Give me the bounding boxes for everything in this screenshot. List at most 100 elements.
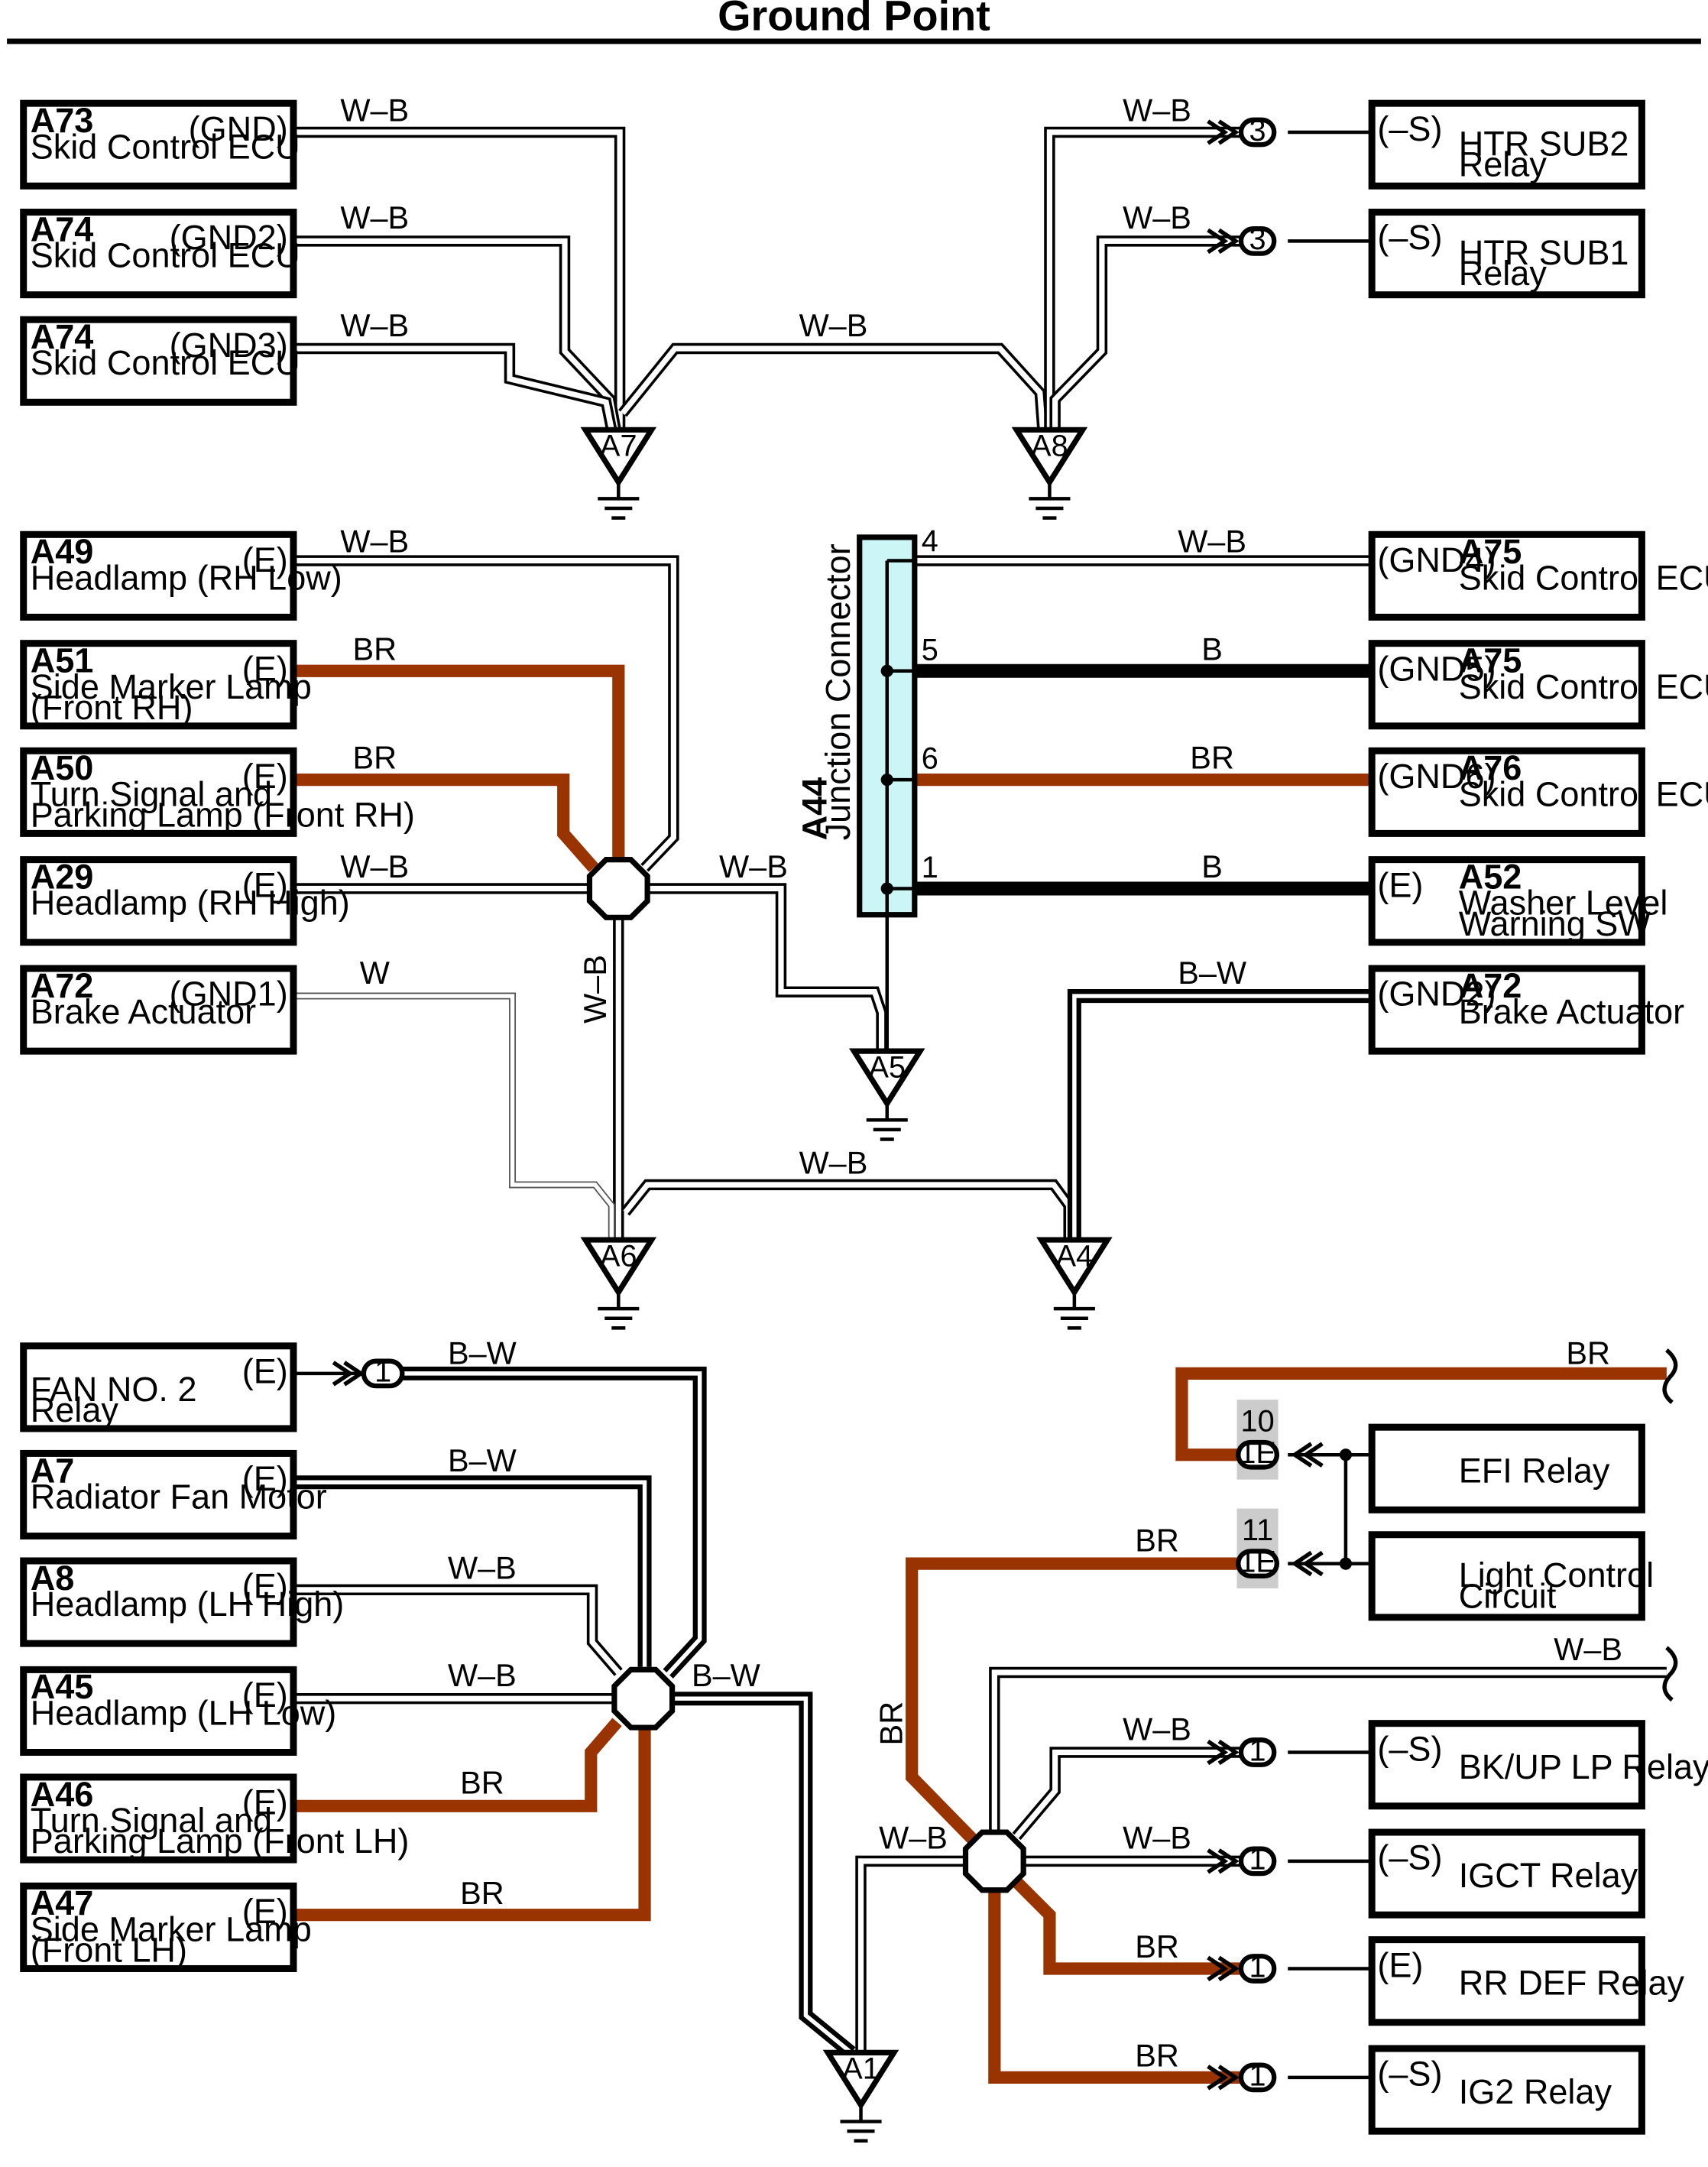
component-igct: (–S)IGCT Relay — [1368, 1828, 1645, 1919]
component-box — [1368, 99, 1645, 190]
component-box — [1368, 1720, 1645, 1810]
wire-color-label: BR — [460, 1875, 504, 1911]
connector-number: 1E — [1239, 1436, 1275, 1470]
component-bkup: (–S)BK/UP LP Relay — [1368, 1720, 1708, 1810]
ground-point-A5: A5 — [848, 1048, 925, 1141]
component-pin: (E) — [242, 1892, 288, 1931]
page-title: Ground Point — [718, 0, 990, 40]
wire-color-label: W — [360, 955, 390, 991]
component-pin: (E) — [1377, 865, 1423, 904]
component-pin: (–S) — [1377, 218, 1442, 257]
connector-pin-number: 11 — [1242, 1513, 1273, 1547]
connector-1-rrdef: 1 — [1207, 1950, 1277, 1984]
component-box — [1368, 530, 1645, 621]
wire-br-to-efi — [1175, 1367, 1667, 1461]
component-name-line: Relay — [31, 1390, 119, 1429]
ground-label: A4 — [1056, 1239, 1094, 1273]
wire-color-label: W–B — [340, 848, 409, 884]
component-code: A72 — [31, 966, 94, 1005]
component-name-line: Circuit — [1459, 1576, 1557, 1615]
component-name-line: Washer Level — [1459, 884, 1668, 923]
component-code: A76 — [1459, 748, 1522, 787]
component-name-line: Relay — [1459, 254, 1548, 293]
component-name-line: Parking Lamp (Front LH) — [31, 1822, 410, 1860]
component-name-line: Headlamp (LH Low) — [31, 1693, 337, 1732]
component-name-line: Skid Control ECU — [1459, 558, 1708, 597]
wire-color-label: W–B — [1123, 200, 1191, 235]
wire-color-label: W–B — [719, 848, 788, 884]
component-box — [20, 965, 297, 1055]
wire-color-label: W–B — [577, 955, 613, 1023]
wire-color-label: W–B — [340, 200, 409, 235]
component-box — [20, 747, 297, 837]
wire-color-label: B–W — [448, 1442, 517, 1478]
component-code: A75 — [1459, 532, 1522, 571]
component-pin: (E) — [1377, 1945, 1423, 1984]
component-code: A73 — [31, 101, 94, 140]
component-box — [1368, 640, 1645, 730]
component-name-line: HTR SUB2 — [1459, 125, 1629, 164]
junction-pin-number: 5 — [922, 633, 938, 667]
component-box — [1368, 1936, 1645, 2026]
component-name-line: Relay — [1459, 145, 1548, 184]
wire-a7-splice — [292, 1475, 652, 1667]
component-name-line: Parking Lamp (Front RH) — [31, 795, 415, 834]
component-box — [20, 1882, 297, 1972]
connector-number: 1E — [1239, 1545, 1275, 1578]
component-name-line: Light Control — [1459, 1556, 1654, 1594]
component-box — [20, 640, 297, 730]
component-box — [20, 1342, 297, 1432]
component-name-line: Skid Control ECU — [31, 236, 300, 275]
component-box — [20, 99, 297, 190]
component-code: A7 — [31, 1451, 75, 1490]
wire-a46-splice — [292, 1718, 622, 1812]
wire-color-label: BR — [353, 740, 397, 776]
component-box — [1368, 965, 1645, 1055]
component-box — [1368, 747, 1645, 837]
wire-color-label: W–B — [1554, 1631, 1622, 1667]
wire-splice-a5 — [646, 883, 887, 1052]
component-pin: (GND2) — [170, 218, 288, 257]
wire-splice2-a1 — [855, 1855, 964, 2053]
component-pin: (–S) — [1377, 1729, 1442, 1768]
wire-a8-htr1 — [1049, 235, 1240, 430]
component-pin: (E) — [242, 649, 288, 688]
component-pin: (E) — [242, 1783, 288, 1822]
wire-a47-splice — [292, 1727, 651, 1922]
wire-a49-splice — [292, 555, 679, 872]
component-code: A29 — [31, 857, 94, 896]
component-box — [1368, 1423, 1645, 1513]
junction-pin-number: 4 — [922, 524, 938, 558]
component-name-line: RR DEF Relay — [1459, 1964, 1685, 2003]
wire-color-label: BR — [873, 1701, 909, 1746]
component-code: A45 — [31, 1667, 94, 1706]
wire-color-label: B–W — [692, 1657, 760, 1693]
component-pin: (E) — [242, 865, 288, 904]
connector-3-htr2: 3 — [1207, 114, 1277, 148]
wire-a73-a7 — [292, 126, 626, 430]
component-pin: (GND1) — [170, 975, 288, 1014]
component-box — [1368, 856, 1645, 946]
wire-a74b-a7 — [292, 342, 617, 431]
component-name-line: IG2 Relay — [1459, 2072, 1612, 2111]
wire-color-label: W–B — [448, 1657, 517, 1693]
component-code: A46 — [31, 1775, 94, 1814]
component-name-line: Side Marker Lamp — [31, 667, 312, 706]
wire-a7-a8 — [618, 342, 1048, 430]
splice-point-section3-left — [611, 1666, 676, 1731]
ground-point-A6: A6 — [580, 1237, 657, 1330]
ground-point-A1: A1 — [822, 2049, 899, 2143]
connector-1-igct: 1 — [1207, 1843, 1277, 1877]
component-code: A49 — [31, 532, 94, 571]
connector-number: 1 — [374, 1355, 391, 1389]
ground-point-A7: A7 — [580, 427, 657, 520]
